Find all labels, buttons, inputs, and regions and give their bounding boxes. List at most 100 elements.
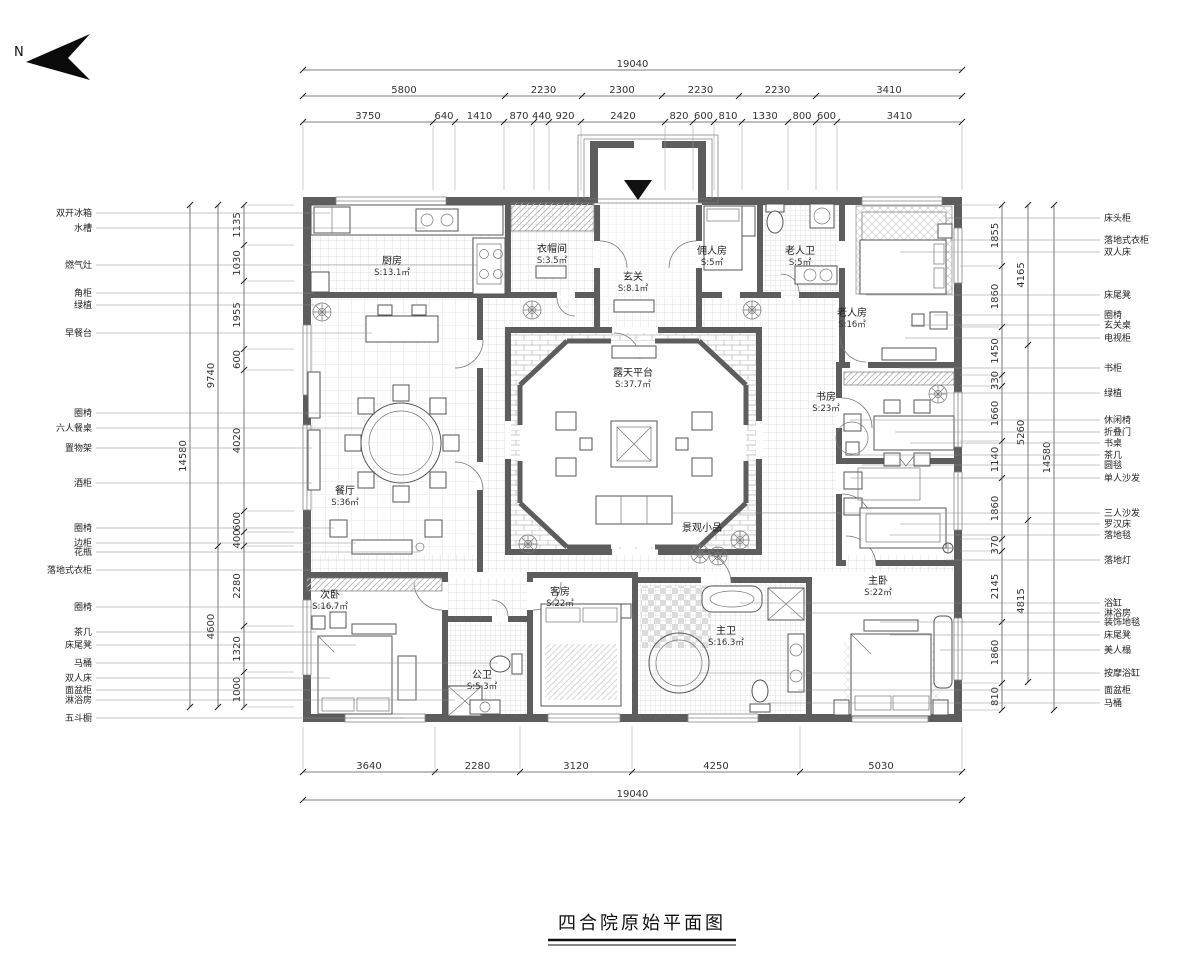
dimension-label: 3410 xyxy=(876,85,901,96)
room-area: S:5㎡ xyxy=(701,258,724,268)
dimension-label: 400 xyxy=(232,529,243,548)
console-table xyxy=(881,347,937,361)
dimension-tick xyxy=(998,679,1006,687)
plant-icon xyxy=(730,530,750,550)
annotation-label: 电视柜 xyxy=(1104,332,1131,344)
dimension-label: 600 xyxy=(232,512,243,531)
north-arrow: N xyxy=(14,34,90,80)
annotation-label: 圈椅 xyxy=(74,522,92,534)
console-table xyxy=(611,345,657,359)
dimension-tick xyxy=(429,118,437,126)
dimension-tick xyxy=(299,118,307,126)
annotation-label: 罗汉床 xyxy=(1104,518,1131,530)
breakfast-table xyxy=(365,315,439,343)
dimension-label: 3410 xyxy=(887,111,912,122)
dimension-tick xyxy=(578,92,586,100)
dining-chair xyxy=(357,397,375,415)
dimension-label: 14580 xyxy=(1042,442,1053,474)
dimension-tick xyxy=(998,371,1006,379)
dimension-tick xyxy=(658,92,666,100)
dimension-tick xyxy=(500,118,508,126)
dimension-label: 2230 xyxy=(765,85,790,96)
side-table xyxy=(579,437,593,451)
dimension-tick xyxy=(661,118,669,126)
dimension-label: 370 xyxy=(990,535,1001,554)
window xyxy=(302,599,312,676)
title-block: 四合院原始平面图 xyxy=(548,913,736,946)
annotation-label: 三人沙发 xyxy=(1104,507,1140,519)
annotation-label: 美人榻 xyxy=(1104,644,1131,656)
annotation-label: 落地式衣柜 xyxy=(1104,234,1149,246)
armchair xyxy=(329,519,348,538)
room-area: S:16.3㎡ xyxy=(708,638,744,648)
servant-bed xyxy=(703,205,743,271)
dimension-tick xyxy=(958,796,966,804)
dimension-tick xyxy=(833,118,841,126)
toilet xyxy=(489,655,511,673)
chair xyxy=(883,452,901,467)
dimension-label: 1000 xyxy=(232,677,243,702)
room-name: 书房 xyxy=(816,390,836,403)
dimension-label: 2420 xyxy=(610,111,635,122)
dimension-tick xyxy=(998,547,1006,555)
dimension-tick xyxy=(998,201,1006,209)
room-name: 餐厅 xyxy=(335,484,355,497)
annotation-label: 床头柜 xyxy=(1104,212,1131,224)
dining-chair xyxy=(357,471,375,489)
annotation-label: 床尾凳 xyxy=(1104,629,1131,641)
bench xyxy=(535,265,567,279)
dimension-label: 2145 xyxy=(990,574,1001,599)
furniture-layer xyxy=(306,202,955,717)
north-arrow-icon xyxy=(26,34,90,80)
room-area: S:3.5㎡ xyxy=(537,256,568,266)
dimension-label: 2230 xyxy=(531,85,556,96)
dimension-label: 1955 xyxy=(232,302,243,327)
dimension-label: 1140 xyxy=(990,447,1001,472)
nightstand xyxy=(937,223,953,239)
dimension-label: 2230 xyxy=(688,85,713,96)
dimension-tick xyxy=(186,201,194,209)
room-area: S:22㎡ xyxy=(546,599,574,609)
dimension-label: 1410 xyxy=(467,111,492,122)
dining-chair xyxy=(442,434,460,452)
cabinet xyxy=(741,205,756,237)
washing-machine xyxy=(809,203,835,229)
courtyard-octagon xyxy=(511,333,756,550)
dimension-tick xyxy=(545,118,553,126)
room-name: 衣帽间 xyxy=(537,242,567,255)
annotation-label: 茶几 xyxy=(1104,449,1122,461)
dimension-label: 4815 xyxy=(1016,588,1027,613)
dimension-tick xyxy=(628,768,636,776)
dimension-tick xyxy=(710,118,718,126)
bookcase xyxy=(843,371,955,386)
annotation-label: 折叠门 xyxy=(1104,426,1131,438)
annotation-label: 玄关桌 xyxy=(1104,319,1131,331)
room-name: 玄关 xyxy=(623,270,643,283)
annotation-label: 酒柜 xyxy=(74,477,92,489)
dimension-label: 1860 xyxy=(990,640,1001,665)
dimension-tick xyxy=(998,535,1006,543)
dimension-tick xyxy=(530,118,538,126)
plant-icon xyxy=(708,546,728,566)
dimension-label: 1030 xyxy=(232,250,243,275)
dining-chair xyxy=(429,471,447,489)
dimension-tick xyxy=(738,118,746,126)
dimension-tick xyxy=(958,92,966,100)
dimension-tick xyxy=(240,241,248,249)
toilet xyxy=(751,679,769,703)
bathtub xyxy=(701,585,763,613)
dimension-label: 3750 xyxy=(355,111,380,122)
dimension-tick xyxy=(998,706,1006,714)
window xyxy=(953,617,963,681)
dimension-label: 810 xyxy=(990,687,1001,706)
annotation-label: 马桶 xyxy=(1104,697,1122,709)
annotation-label: 角柜 xyxy=(74,287,92,299)
dining-chair xyxy=(429,397,447,415)
dimension-tick xyxy=(1050,706,1058,714)
annotation-label: 床尾凳 xyxy=(65,639,92,651)
window xyxy=(953,471,963,531)
dimension-label: 1135 xyxy=(232,212,243,237)
dimension-tick xyxy=(240,507,248,515)
dimension-tick xyxy=(240,345,248,353)
annotation-label: 双人床 xyxy=(65,672,92,684)
